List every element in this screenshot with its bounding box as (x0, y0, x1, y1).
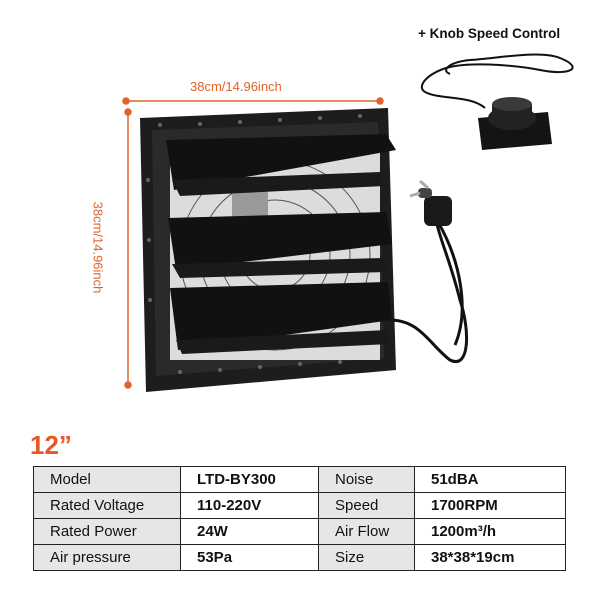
spec-label: Model (33, 466, 181, 493)
spec-label: Speed (318, 492, 415, 519)
knob-controller (478, 97, 552, 150)
table-row: Air pressure 53Pa Size 38*38*19cm (33, 544, 566, 571)
spec-label: Air Flow (318, 518, 415, 545)
spec-value: LTD-BY300 (180, 466, 319, 493)
spec-label: Rated Voltage (33, 492, 181, 519)
plug (409, 179, 452, 226)
spec-value: 1700RPM (414, 492, 566, 519)
width-dimension-line (122, 97, 384, 105)
spec-label: Rated Power (33, 518, 181, 545)
fan-size-label: 12” (30, 430, 72, 460)
spec-value: 110-220V (180, 492, 319, 519)
exhaust-fan (140, 108, 396, 392)
spec-value: 24W (180, 518, 319, 545)
power-cord (389, 219, 469, 364)
width-dimension-label: 38cm/14.96inch (190, 79, 282, 94)
spec-value: 38*38*19cm (414, 544, 566, 571)
height-dimension-label: 38cm/14.96inch (90, 201, 106, 294)
spec-label: Air pressure (33, 544, 181, 571)
spec-label: Noise (318, 466, 415, 493)
table-row: Rated Voltage 110-220V Speed 1700RPM (33, 492, 566, 519)
spec-label: Size (318, 544, 415, 571)
spec-value: 1200m³/h (414, 518, 566, 545)
shutter-blades (166, 134, 396, 354)
table-row: Model LTD-BY300 Noise 51dBA (33, 466, 566, 493)
specifications-table: Model LTD-BY300 Noise 51dBA Rated Voltag… (33, 466, 566, 571)
table-row: Rated Power 24W Air Flow 1200m³/h (33, 518, 566, 545)
height-dimension-line (124, 108, 132, 389)
knob-speed-control-label: + Knob Speed Control (418, 26, 561, 41)
spec-value: 51dBA (414, 466, 566, 493)
controller-cable (420, 53, 574, 109)
spec-value: 53Pa (180, 544, 319, 571)
